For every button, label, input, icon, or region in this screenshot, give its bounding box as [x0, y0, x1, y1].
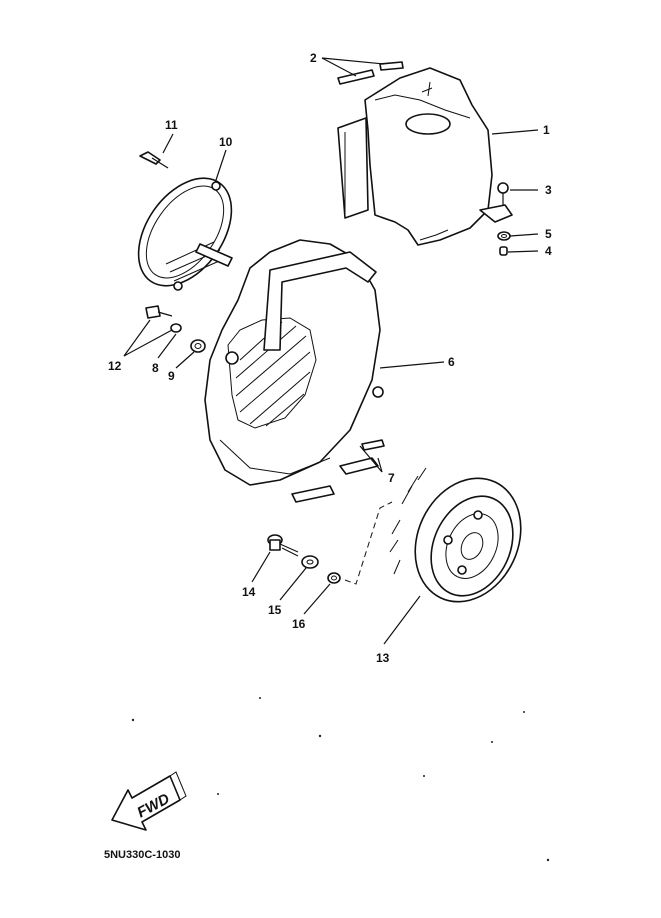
- washer-part-15: [301, 555, 319, 569]
- callout-3: 3: [545, 183, 552, 197]
- callout-labels: 1 2 3 4 5 6 7 8 9 10 11 12 13 14 15 16: [108, 51, 552, 665]
- callout-9: 9: [168, 369, 175, 383]
- bolt-part-12: [145, 305, 173, 319]
- collar-part-4: [499, 246, 508, 256]
- callout-4: 4: [545, 244, 552, 258]
- grommet-part-5: [497, 231, 511, 241]
- callout-2: 2: [310, 51, 317, 65]
- shroud-part-6: [204, 239, 384, 486]
- callout-13: 13: [376, 651, 390, 665]
- callout-10: 10: [219, 135, 233, 149]
- callout-7: 7: [388, 471, 395, 485]
- bolt-part-14: [267, 534, 299, 557]
- washer-part-8: [170, 323, 182, 333]
- callout-12: 12: [108, 359, 122, 373]
- leader-lines: [123, 57, 539, 645]
- washer-part-16: [327, 572, 341, 584]
- callout-11: 11: [165, 118, 178, 132]
- nut-part-9: [190, 339, 206, 353]
- fwd-arrow-icon: FWD: [111, 771, 187, 831]
- callout-8: 8: [152, 361, 159, 375]
- fan-part-13: [389, 467, 522, 603]
- callout-5: 5: [545, 227, 552, 241]
- fan-cover-part-10: [137, 177, 233, 291]
- assembly-dash-line: [344, 501, 393, 585]
- callout-6: 6: [448, 355, 455, 369]
- scan-specks: [131, 697, 550, 862]
- callout-15: 15: [268, 603, 282, 617]
- screw-part-11: [139, 151, 169, 169]
- air-shroud-part: [337, 67, 513, 246]
- callout-16: 16: [292, 617, 306, 631]
- tape-part-7: [291, 439, 385, 503]
- bolt-part-3: [497, 182, 509, 205]
- callout-14: 14: [242, 585, 256, 599]
- drawing-code: 5NU330C-1030: [104, 849, 180, 861]
- tape-part-2: [337, 61, 404, 85]
- callout-1: 1: [543, 123, 550, 137]
